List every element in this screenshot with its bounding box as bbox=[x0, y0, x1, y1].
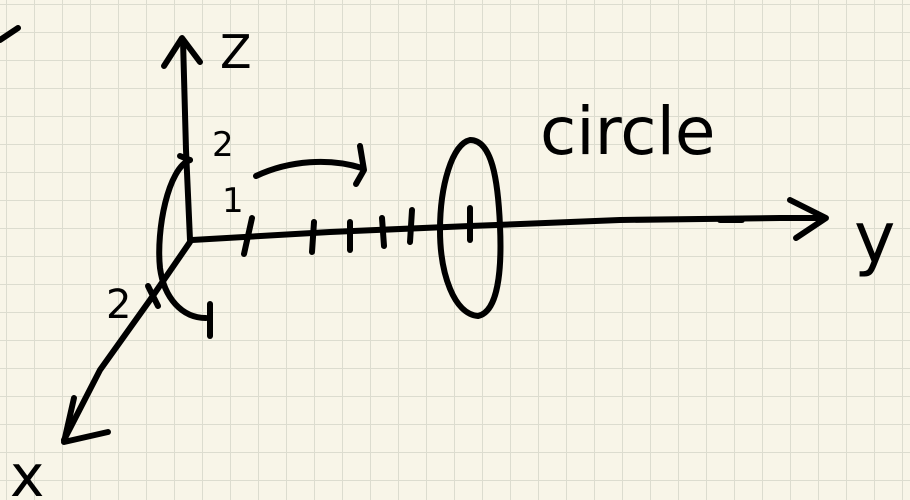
y-axis-arrowhead bbox=[787, 197, 829, 241]
z-axis-arrowhead bbox=[161, 35, 203, 69]
x-axis-arrowhead bbox=[61, 395, 111, 445]
x-axis-line bbox=[61, 239, 193, 443]
origin-circle-top-tick bbox=[177, 153, 193, 163]
circle-label: circle bbox=[540, 93, 716, 170]
tick-label-2-top: 2 bbox=[212, 125, 234, 165]
y-tick-4 bbox=[379, 215, 387, 249]
z-axis-line bbox=[180, 37, 193, 243]
large-circle bbox=[437, 137, 504, 319]
tick-label-2-left: 2 bbox=[106, 282, 131, 328]
motion-arrowhead bbox=[353, 143, 367, 187]
y-axis-label: y bbox=[854, 197, 895, 279]
y-tick-2 bbox=[309, 219, 317, 255]
y-tick-5 bbox=[407, 207, 415, 245]
origin-circle bbox=[156, 157, 209, 321]
stray-corner-stroke bbox=[0, 25, 21, 43]
tick-label-1-left: 1 bbox=[222, 181, 244, 221]
z-axis-label: Z bbox=[220, 25, 252, 79]
x-tick-near-origin bbox=[145, 283, 161, 309]
y-tick-1 bbox=[241, 215, 255, 257]
y-axis-line bbox=[189, 215, 823, 243]
x-axis-label: x bbox=[10, 442, 44, 500]
motion-arrow bbox=[253, 158, 365, 179]
